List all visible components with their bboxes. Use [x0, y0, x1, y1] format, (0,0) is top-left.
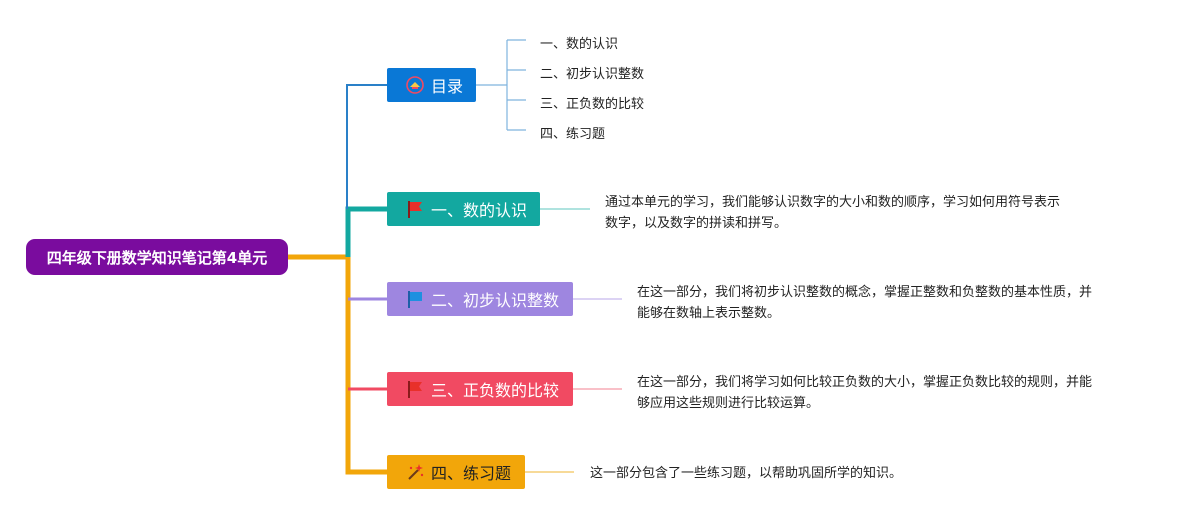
- description-line: 这一部分包含了一些练习题，以帮助巩固所学的知识。: [590, 466, 903, 481]
- description-line: 够应用这些规则进行比较运算。: [637, 396, 820, 411]
- toc-label: 目录: [431, 77, 464, 96]
- root-label: 四年级下册数学知识笔记第4单元: [46, 248, 268, 267]
- branch-label-3: 三、正负数的比较: [431, 381, 560, 400]
- toc-item-4[interactable]: 四、练习题: [540, 127, 606, 142]
- branch-node-1[interactable]: 一、数的认识: [387, 192, 540, 226]
- connector-branch-4: [345, 257, 388, 475]
- description-line: 在这一部分，我们将初步认识整数的概念，掌握正整数和负整数的基本性质，并: [637, 285, 1093, 300]
- toc-node[interactable]: 目录: [387, 68, 476, 102]
- branch-node-2[interactable]: 二、初步认识整数: [387, 282, 573, 316]
- connector-toc-items: [476, 39, 526, 131]
- description-line: 数字，以及数字的拼读和拼写。: [605, 216, 788, 231]
- branch-description-2: 在这一部分，我们将初步认识整数的概念，掌握正整数和负整数的基本性质，并 能够在数…: [637, 282, 1092, 324]
- branch-description-1: 通过本单元的学习，我们能够认识数字的大小和数的顺序，学习如何用符号表示 数字，以…: [605, 192, 1060, 234]
- toc-item-3[interactable]: 三、正负数的比较: [540, 97, 645, 112]
- magic-wand-icon: [408, 464, 424, 480]
- description-line: 在这一部分，我们将学习如何比较正负数的大小，掌握正负数比较的规则，并能: [637, 375, 1093, 390]
- description-line: 通过本单元的学习，我们能够认识数字的大小和数的顺序，学习如何用符号表示: [605, 195, 1061, 210]
- toc-item-2[interactable]: 二、初步认识整数: [540, 67, 645, 82]
- connector-branch-1: [345, 206, 388, 257]
- book-icon: [406, 76, 424, 94]
- toc-item-1[interactable]: 一、数的认识: [540, 37, 619, 52]
- branch-description-3: 在这一部分，我们将学习如何比较正负数的大小，掌握正负数比较的规则，并能 够应用这…: [637, 372, 1092, 414]
- branch-description-4: 这一部分包含了一些练习题，以帮助巩固所学的知识。: [590, 463, 902, 484]
- connector-toc: [346, 84, 388, 209]
- branch-label-1: 一、数的认识: [431, 201, 528, 220]
- branch-node-4[interactable]: 四、练习题: [387, 455, 525, 489]
- branch-label-4: 四、练习题: [431, 464, 512, 483]
- blue-flag-icon: [408, 291, 422, 308]
- branch-label-2: 二、初步认识整数: [431, 291, 560, 310]
- description-line: 能够在数轴上表示整数。: [637, 306, 781, 321]
- branch-node-3[interactable]: 三、正负数的比较: [387, 372, 573, 406]
- root-node[interactable]: 四年级下册数学知识笔记第4单元: [26, 239, 288, 275]
- red-flag-icon: [408, 381, 422, 398]
- red-flag-icon: [408, 201, 422, 218]
